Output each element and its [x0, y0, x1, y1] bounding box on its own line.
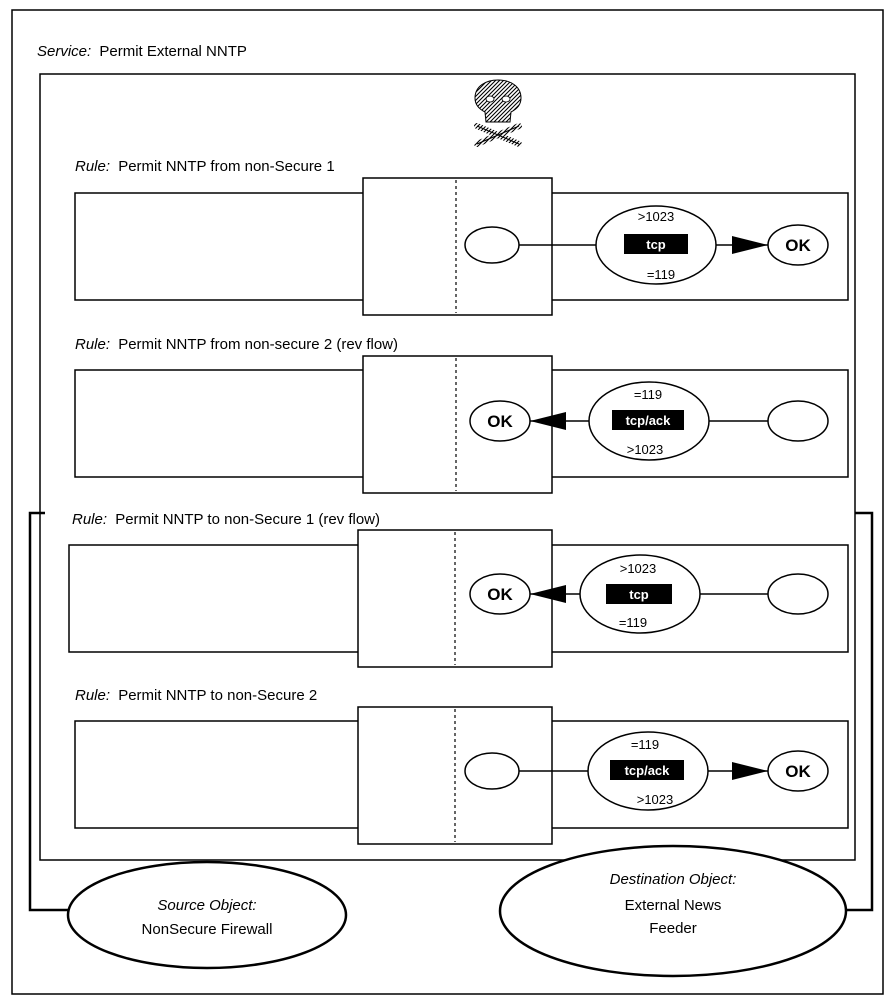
rule-4-name: Permit NNTP to non-Secure 2: [118, 687, 317, 704]
rule-4-prefix: Rule:: [75, 687, 110, 704]
skull-crossbones-icon: [474, 79, 522, 147]
rule-3-name: Permit NNTP to non-Secure 1 (rev flow): [115, 511, 380, 528]
rule-1-prefix: Rule:: [75, 158, 110, 175]
rule-4-result: OK: [785, 762, 811, 781]
service-prefix: Service:: [37, 43, 91, 60]
rule-1-title: Rule: Permit NNTP from non-Secure 1: [75, 158, 335, 175]
rule-3-source-node: [767, 573, 829, 615]
rule-3-protocol: tcp: [629, 587, 649, 602]
rule-2-protocol: tcp/ack: [626, 413, 672, 428]
rule-3-protocol-badge: [606, 584, 672, 604]
rule-4-protocol-badge: [610, 760, 684, 780]
rule-2-bottom-port: >1023: [627, 442, 664, 457]
rule-2-name: Permit NNTP from non-secure 2 (rev flow): [118, 336, 398, 353]
source-object-prefix: Source Object:: [157, 897, 256, 914]
rule-3-prefix: Rule:: [72, 511, 107, 528]
rule-1-protocol-badge: [624, 234, 688, 254]
rule-1: Rule: Permit NNTP from non-Secure 1 >102…: [74, 158, 849, 316]
destination-connector: [835, 511, 874, 912]
destination-object-name-line2: Feeder: [649, 920, 697, 937]
rule-1-firewall-box: [362, 177, 553, 316]
rule-1-name: Permit NNTP from non-Secure 1: [118, 158, 334, 175]
rule-4-title: Rule: Permit NNTP to non-Secure 2: [75, 687, 317, 704]
rule-2-source-node: [767, 400, 829, 442]
rule-2-top-port: =119: [634, 387, 662, 402]
source-object-name: NonSecure Firewall: [142, 921, 273, 938]
rule-1-source-node: [464, 226, 520, 264]
rule-4-result-node: [767, 750, 829, 792]
rule-1-top-port: >1023: [638, 209, 675, 224]
destination-object: Destination Object: External News Feeder: [498, 844, 848, 978]
rule-2-result: OK: [487, 412, 513, 431]
rule-3-title: Rule: Permit NNTP to non-Secure 1 (rev f…: [72, 511, 380, 528]
destination-object-prefix: Destination Object:: [610, 871, 737, 888]
rule-1-protocol: tcp: [646, 237, 666, 252]
rule-1-bottom-port: =119: [647, 267, 675, 282]
rule-2-protocol-badge: [612, 410, 684, 430]
rule-3-result: OK: [487, 585, 513, 604]
rule-2-title: Rule: Permit NNTP from non-secure 2 (rev…: [75, 336, 398, 353]
source-connector: [28, 511, 80, 912]
rule-2-result-node: [469, 400, 531, 442]
rule-1-result-node: [767, 224, 829, 266]
rule-2-prefix: Rule:: [75, 336, 110, 353]
outer-frame: [11, 9, 884, 995]
source-object: Source Object: NonSecure Firewall: [66, 860, 348, 970]
rule-4-source-node: [464, 752, 520, 790]
rule-4-protocol: tcp/ack: [625, 763, 671, 778]
source-object-ellipse: [66, 860, 348, 970]
rule-3: Rule: Permit NNTP to non-Secure 1 (rev f…: [68, 511, 849, 668]
rule-1-result: OK: [785, 236, 811, 255]
rule-4-top-port: =119: [631, 737, 659, 752]
rule-4-bottom-port: >1023: [637, 792, 674, 807]
service-title: Service: Permit External NNTP: [37, 43, 247, 60]
rule-4: Rule: Permit NNTP to non-Secure 2 =119 t…: [74, 687, 849, 845]
destination-object-ellipse: [498, 844, 848, 978]
rule-3-top-port: >1023: [620, 561, 657, 576]
service-name: Permit External NNTP: [99, 43, 247, 60]
service-box: [39, 73, 856, 861]
rule-3-bottom-port: =119: [619, 615, 647, 630]
rule-2: Rule: Permit NNTP from non-secure 2 (rev…: [74, 336, 849, 494]
rule-3-result-node: [469, 573, 531, 615]
destination-object-name-line1: External News: [625, 897, 722, 914]
